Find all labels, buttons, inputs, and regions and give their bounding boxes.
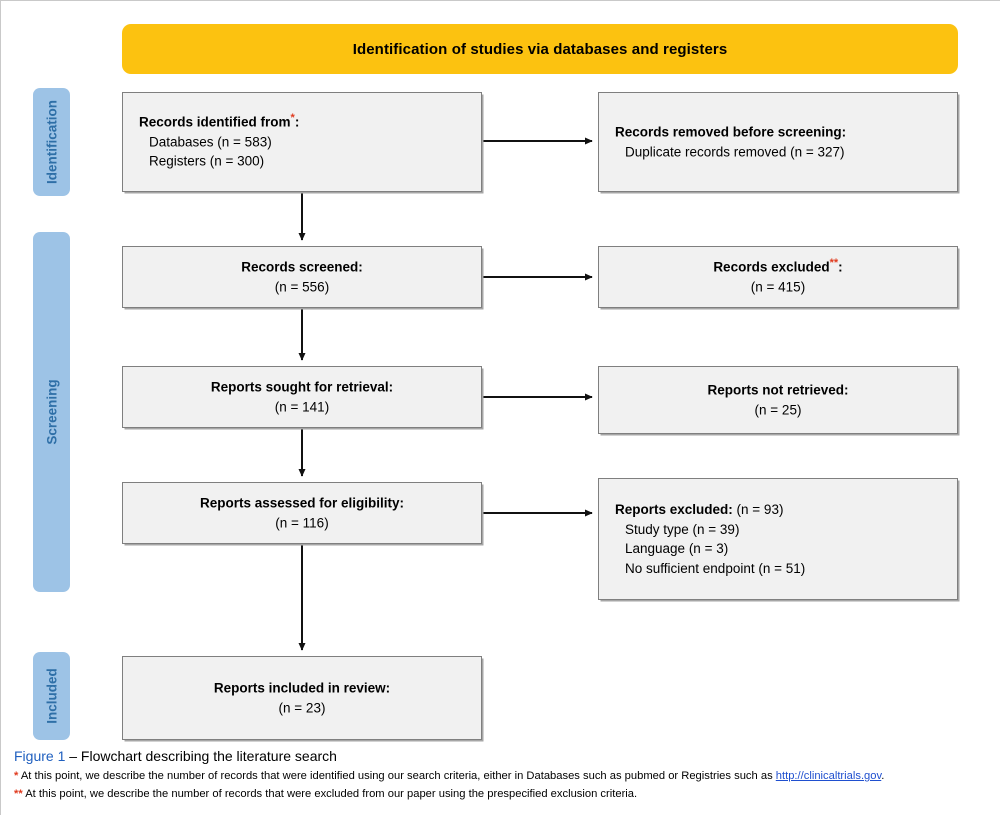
box-records-identified: Records identified from*: Databases (n =… (122, 92, 482, 192)
footnote-single-mark: * (14, 770, 19, 782)
box-records-removed-line-1: Duplicate records removed (n = 327) (625, 144, 845, 159)
box-reports-excluded-line-3: No sufficient endpoint (n = 51) (625, 560, 806, 576)
footnote-mark-double: ** (829, 256, 839, 269)
box-reports-sought: Reports sought for retrieval: (n = 141) (122, 366, 482, 428)
box-records-excluded-title: Records excluded (713, 259, 830, 275)
box-reports-sought-title: Reports sought for retrieval: (210, 379, 394, 395)
box-reports-assessed-count: (n = 116) (275, 515, 329, 530)
box-reports-assessed-title: Reports assessed for eligibility: (199, 495, 405, 511)
stage-band-included-label: Included (44, 668, 59, 724)
box-records-removed-title: Records removed before screening: (615, 124, 847, 140)
figure-caption-number: Figure 1 (14, 748, 66, 764)
box-records-excluded: Records excluded**: (n = 415) (598, 246, 958, 308)
footnote-double-mark: ** (14, 788, 23, 800)
box-reports-excluded-title: Reports excluded: (615, 501, 733, 517)
figure-caption: Figure 1 – Flowchart describing the lite… (14, 748, 337, 764)
clinicaltrials-link[interactable]: http://clinicaltrials.gov (775, 770, 882, 782)
box-records-screened: Records screened: (n = 556) (122, 246, 482, 308)
box-records-screened-count: (n = 556) (274, 279, 330, 294)
footnote-single-text-after: . (881, 770, 885, 782)
stage-band-identification: Identification (33, 88, 70, 196)
box-reports-sought-count: (n = 141) (274, 399, 330, 414)
footnote-single-asterisk: * At this point, we describe the number … (14, 770, 884, 782)
footnote-single-text: At this point, we describe the number of… (18, 770, 776, 782)
box-reports-not-retrieved-count: (n = 25) (754, 402, 802, 417)
stage-band-included: Included (33, 652, 70, 740)
box-records-identified-line-2: Registers (n = 300) (149, 153, 265, 169)
footnote-mark-single: * (290, 112, 295, 125)
stage-band-screening-label: Screening (44, 379, 59, 445)
box-records-identified-colon: : (294, 114, 300, 130)
box-records-removed: Records removed before screening: Duplic… (598, 92, 958, 192)
box-reports-excluded: Reports excluded: (n = 93) Study type (n… (598, 478, 958, 600)
figure-caption-text: – Flowchart describing the literature se… (65, 748, 337, 764)
footnote-double-asterisk: ** At this point, we describe the number… (14, 788, 637, 800)
box-records-excluded-colon: : (838, 259, 843, 275)
box-records-screened-title: Records screened: (241, 259, 363, 275)
box-records-identified-title: Records identified from (139, 114, 291, 130)
banner-title: Identification of studies via databases … (352, 40, 728, 58)
box-reports-included-count: (n = 23) (278, 700, 326, 715)
box-reports-excluded-count: (n = 93) (736, 501, 784, 517)
box-reports-included: Reports included in review: (n = 23) (122, 656, 482, 740)
diagram-header-banner: Identification of studies via databases … (122, 24, 958, 74)
box-reports-excluded-line-1: Study type (n = 39) (625, 521, 740, 537)
stage-band-screening: Screening (33, 232, 70, 592)
stage-band-identification-label: Identification (44, 100, 59, 184)
box-records-excluded-count: (n = 415) (750, 279, 806, 294)
box-reports-not-retrieved: Reports not retrieved: (n = 25) (598, 366, 958, 434)
box-reports-assessed: Reports assessed for eligibility: (n = 1… (122, 482, 482, 544)
footnote-double-text: At this point, we describe the number of… (22, 788, 638, 800)
box-reports-not-retrieved-title: Reports not retrieved: (707, 382, 849, 398)
box-reports-included-title: Reports included in review: (213, 680, 391, 696)
box-reports-excluded-line-2: Language (n = 3) (625, 541, 729, 556)
box-records-identified-line-1: Databases (n = 583) (149, 134, 272, 150)
